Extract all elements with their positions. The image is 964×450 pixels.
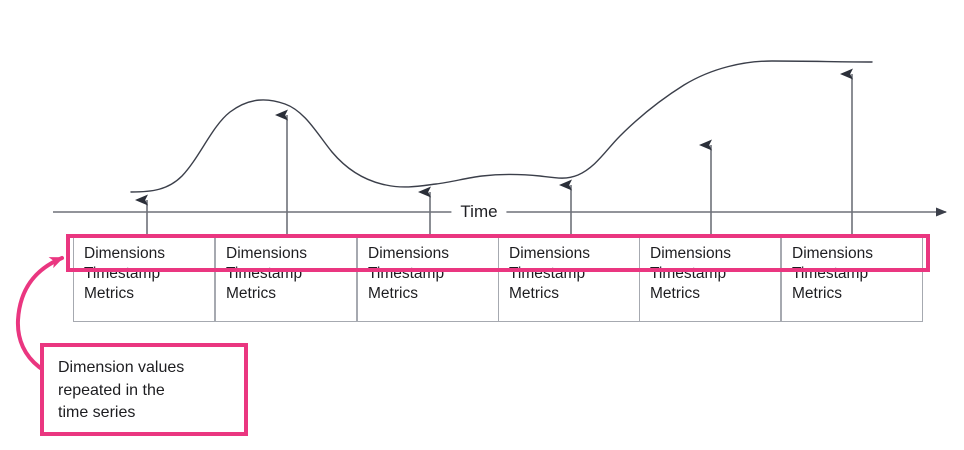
record-field-dimensions: Dimensions: [226, 245, 307, 262]
callout-line-2: repeated in the: [58, 381, 165, 399]
record-field-dimensions: Dimensions: [650, 245, 731, 262]
time-axis-label: Time: [451, 203, 507, 220]
record-field-timestamp: Timestamp: [84, 265, 161, 283]
record-field-metrics: Metrics: [84, 285, 134, 303]
record-field-timestamp: Timestamp: [650, 265, 727, 283]
record-field-timestamp: Timestamp: [368, 265, 445, 283]
record-field-metrics: Metrics: [650, 285, 700, 303]
record-field-dimensions: Dimensions: [792, 245, 873, 262]
record-field-metrics: Metrics: [226, 285, 276, 303]
record-field-metrics: Metrics: [368, 285, 418, 303]
record-field-timestamp: Timestamp: [226, 265, 303, 283]
dimension-values-callout: Dimension values repeated in the time se…: [40, 343, 248, 436]
record-field-metrics: Metrics: [792, 285, 842, 303]
callout-line-1: Dimension values: [58, 359, 185, 376]
record-field-dimensions: Dimensions: [368, 245, 449, 262]
sample-pointer-arrows: [135, 68, 853, 248]
time-series-curve: [130, 60, 873, 193]
callout-line-3: time series: [58, 404, 136, 422]
record-field-timestamp: Timestamp: [792, 265, 869, 283]
record-field-dimensions: Dimensions: [509, 245, 590, 262]
record-field-dimensions: Dimensions: [84, 245, 165, 262]
record-field-metrics: Metrics: [509, 285, 559, 303]
record-field-timestamp: Timestamp: [509, 265, 586, 283]
